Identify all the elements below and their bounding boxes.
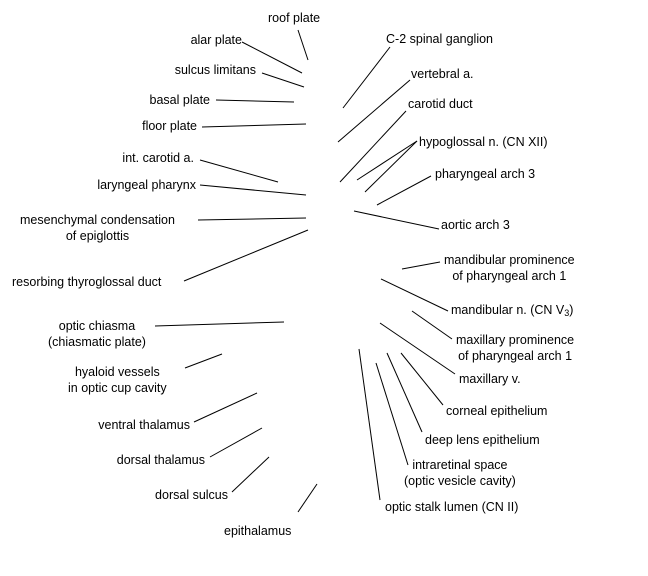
leader-pharyngeal-arch3 [376,175,432,206]
label-basal-plate: basal plate [149,93,210,107]
leader-hypoglossal-a [356,140,418,181]
leader-mesenchymal [197,217,307,221]
label-roof-plate: roof plate [268,11,321,25]
label-epithalamus: epithalamus [224,524,292,538]
label-mandibular-prominence: mandibular prominence of pharyngeal arch… [444,253,575,283]
leader-ventral-thalamus [193,392,258,423]
label-hypoglossal-nerve: hypoglossal n. (CN XII) [419,135,548,149]
label-hyaloid-vessels: hyaloid vessels in optic cup cavity [68,365,167,395]
leader-alar-plate [241,41,303,74]
label-corneal-epithelium: corneal epithelium [446,404,548,418]
leader-aortic-arch3 [353,210,440,230]
label-mandibular-nerve: mandibular n. (CN V3) [451,303,574,318]
leader-maxillary-prom [411,310,453,340]
leader-laryngeal-pharynx [199,184,307,196]
leader-mandibular-prom [401,261,441,270]
label-c2-spinal-ganglion: C-2 spinal ganglion [386,32,494,46]
label-pharyngeal-arch-3: pharyngeal arch 3 [435,167,536,181]
leader-intraretinal [375,362,409,466]
label-alar-plate: alar plate [190,33,242,47]
label-mesenchymal-condensation: mesenchymal condensation of epiglottis [20,213,175,243]
label-ventral-thalamus: ventral thalamus [98,418,190,432]
leader-corneal-epi [400,352,444,406]
leader-hyaloid [184,353,223,369]
label-vertebral-artery: vertebral a. [411,67,474,81]
leader-int-carotid [199,159,279,183]
label-floor-plate: floor plate [142,119,197,133]
leader-vertebral [337,79,411,143]
leader-optic-chiasma [154,321,285,327]
label-sulcus-limitans: sulcus limitans [174,63,256,77]
label-deep-lens-epithelium: deep lens epithelium [425,433,540,447]
label-maxillary-vein: maxillary v. [459,372,521,386]
label-thyroglossal-duct: resorbing thyroglossal duct [12,275,162,289]
label-intraretinal-space: intraretinal space (optic vesicle cavity… [404,458,516,488]
label-optic-chiasma: optic chiasma (chiasmatic plate) [48,319,146,349]
label-dorsal-sulcus: dorsal sulcus [155,488,228,502]
label-dorsal-thalamus: dorsal thalamus [116,453,205,467]
leader-carotid-duct [339,110,407,183]
label-int-carotid: int. carotid a. [122,151,194,165]
leader-optic-stalk [358,348,381,501]
label-carotid-duct: carotid duct [408,97,473,111]
label-aortic-arch-3: aortic arch 3 [441,218,510,232]
leader-basal-plate [215,99,295,103]
leader-roof-plate [297,29,309,61]
leader-mandibular-n [380,278,449,312]
label-laryngeal-pharynx: laryngeal pharynx [97,178,196,192]
leader-hypoglossal-b [364,140,418,193]
leader-dorsal-sulcus [231,456,270,493]
label-maxillary-prominence: maxillary prominence of pharyngeal arch … [456,333,575,363]
leader-sulcus-limitans [261,72,305,88]
leader-c2-ganglion [342,46,391,109]
leader-maxillary-v [379,322,456,375]
leader-dorsal-thalamus [209,427,263,458]
leader-floor-plate [201,123,307,128]
leader-deep-lens [386,352,423,433]
leader-epithalamus [297,483,318,513]
label-optic-stalk-lumen: optic stalk lumen (CN II) [385,500,519,514]
leader-thyroglossal [183,229,309,282]
